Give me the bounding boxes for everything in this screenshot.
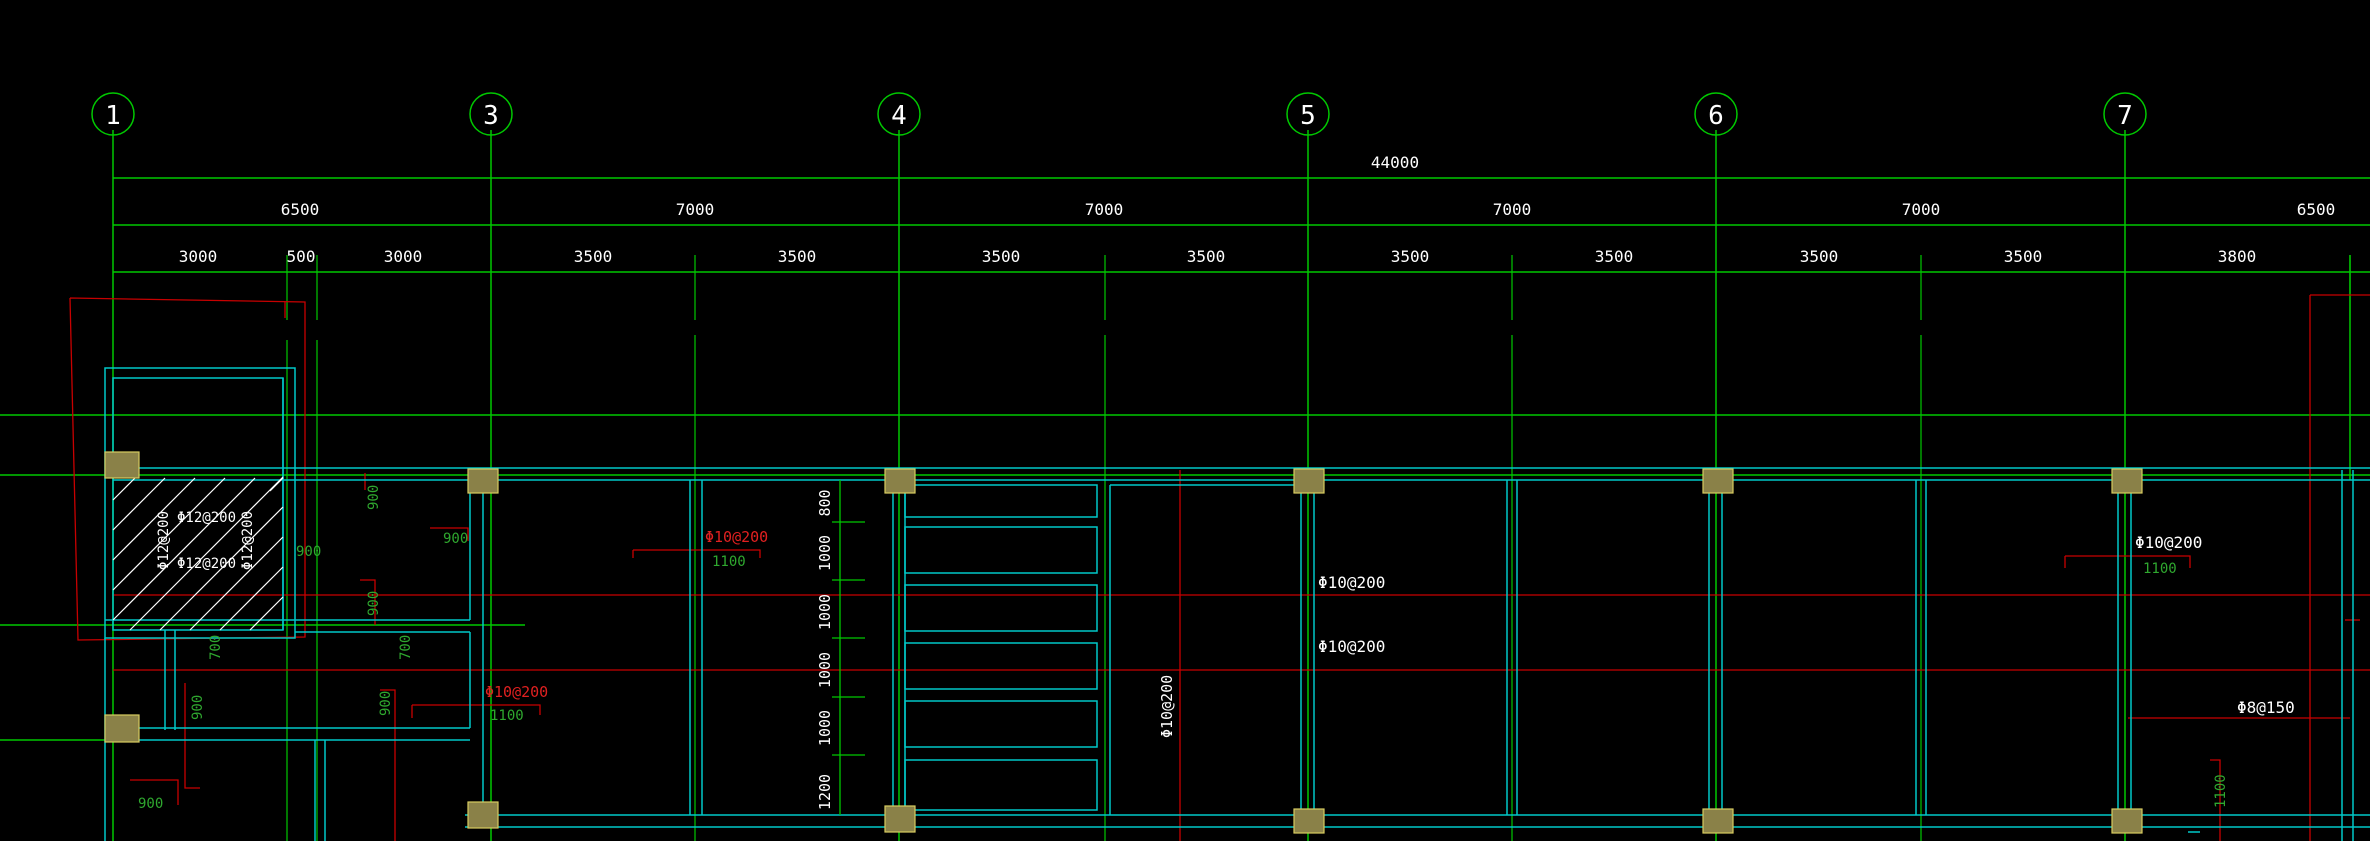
axis-bubble-labels: 1 3 4 5 6 7 <box>105 101 2133 131</box>
axis-bubble-6 <box>1694 92 1738 136</box>
dimension-lines <box>113 177 2370 273</box>
sub-bay-dim-1: 3000 <box>179 247 218 266</box>
columns <box>104 451 2143 834</box>
length-label: 900 <box>190 695 206 720</box>
rebar-label-bay4-vertical: Φ10@200 <box>1158 675 1176 738</box>
axis-bubble-1 <box>91 92 135 136</box>
length-label: 700 <box>208 635 224 660</box>
axis-bubble-7 <box>2103 92 2147 136</box>
length-label: 900 <box>366 591 382 616</box>
length-label: 900 <box>378 691 394 716</box>
length-label: 1100 <box>2143 561 2177 577</box>
sub-bay-ticks <box>286 255 2351 841</box>
sub-bay-dim-5: 3500 <box>778 247 817 266</box>
length-label: 900 <box>443 531 468 547</box>
axis-bubbles <box>91 92 2147 136</box>
axis-label-7: 7 <box>2117 101 2133 131</box>
vdim-5: 1000 <box>816 710 834 746</box>
length-label: 900 <box>296 544 321 560</box>
bay-dim-5: 7000 <box>1902 200 1941 219</box>
axis-label-5: 5 <box>1300 101 1316 131</box>
column <box>1293 468 1325 494</box>
rebar-label-bay3-bottom: Φ10@200 <box>485 683 548 701</box>
axis-label-3: 3 <box>483 101 499 131</box>
sub-bay-dim-8: 3500 <box>1391 247 1430 266</box>
sub-bay-dim-3: 3000 <box>384 247 423 266</box>
column <box>2111 808 2143 834</box>
column <box>1293 808 1325 834</box>
length-label: 1100 <box>490 708 524 724</box>
column <box>104 714 140 743</box>
bay-dim-6: 6500 <box>2297 200 2336 219</box>
axis-bubble-4 <box>877 92 921 136</box>
column <box>884 805 916 833</box>
rebar-label-stair-left: Φ12@200 <box>156 511 172 570</box>
column <box>104 451 140 479</box>
sub-bay-dim-2: 500 <box>287 247 316 266</box>
rebar-label-bay7-bottom: Φ8@150 <box>2237 698 2295 717</box>
column <box>467 801 499 829</box>
dimension-text: 44000 6500 7000 7000 7000 7000 6500 3000… <box>179 153 2336 266</box>
axis-bubble-5 <box>1286 92 1330 136</box>
vdim-2: 1000 <box>816 535 834 571</box>
rebar-label-stair-top: Φ12@200 <box>177 510 236 526</box>
column <box>467 468 499 494</box>
bay-dim-4: 7000 <box>1493 200 1532 219</box>
column <box>1702 808 1734 834</box>
sub-bay-dim-10: 3500 <box>1800 247 1839 266</box>
vertical-dim-text: 800 1000 1000 1000 1000 1200 <box>816 489 834 810</box>
length-label: 1100 <box>712 554 746 570</box>
length-label: 900 <box>366 485 382 510</box>
rebar-labels-white: Φ12@200 Φ12@200 Φ12@200 Φ12@200 Φ10@200 … <box>156 510 2295 738</box>
axis-label-6: 6 <box>1708 101 1724 131</box>
vdim-3: 1000 <box>816 594 834 630</box>
vdim-4: 1000 <box>816 652 834 688</box>
rebar-lines <box>69 294 2370 841</box>
stair-hatch <box>112 476 284 631</box>
sub-bay-dim-9: 3500 <box>1595 247 1634 266</box>
rebar-label-bay5-lower: Φ10@200 <box>1318 637 1385 656</box>
vertical-dim-string <box>832 480 865 815</box>
sub-bay-dim-11: 3500 <box>2004 247 2043 266</box>
rebar-label-bay7-top: Φ10@200 <box>2135 533 2202 552</box>
bay-dim-3: 7000 <box>1085 200 1124 219</box>
axis-bubble-3 <box>469 92 513 136</box>
horizontal-reference-lines <box>0 414 2370 741</box>
sub-bay-dim-6: 3500 <box>982 247 1021 266</box>
sub-bay-dim-4: 3500 <box>574 247 613 266</box>
bay-dim-1: 6500 <box>281 200 320 219</box>
column <box>2111 468 2143 494</box>
axis-label-4: 4 <box>891 101 907 131</box>
rebar-label-stair-mid: Φ12@200 <box>177 556 236 572</box>
rebar-label-stair-right: Φ12@200 <box>240 511 256 570</box>
length-label: 700 <box>398 635 414 660</box>
length-label: 900 <box>138 796 163 812</box>
column <box>884 468 916 494</box>
length-label: 1100 <box>2213 774 2229 808</box>
rebar-labels-red: Φ10@200 Φ10@200 <box>485 528 768 701</box>
overall-dimension: 44000 <box>1371 153 1419 172</box>
column <box>1702 468 1734 494</box>
sub-bay-dim-7: 3500 <box>1187 247 1226 266</box>
length-labels: 900 900 900 900 900 900 700 700 1100 110… <box>138 485 2229 812</box>
bay-dim-2: 7000 <box>676 200 715 219</box>
axis-label-1: 1 <box>105 101 121 131</box>
rebar-label-bay3-top: Φ10@200 <box>705 528 768 546</box>
vdim-6: 1200 <box>816 774 834 810</box>
vdim-1: 800 <box>816 489 834 516</box>
rebar-label-bay5-upper: Φ10@200 <box>1318 573 1385 592</box>
sub-bay-dim-12: 3800 <box>2218 247 2257 266</box>
beam-outlines <box>104 367 2370 841</box>
